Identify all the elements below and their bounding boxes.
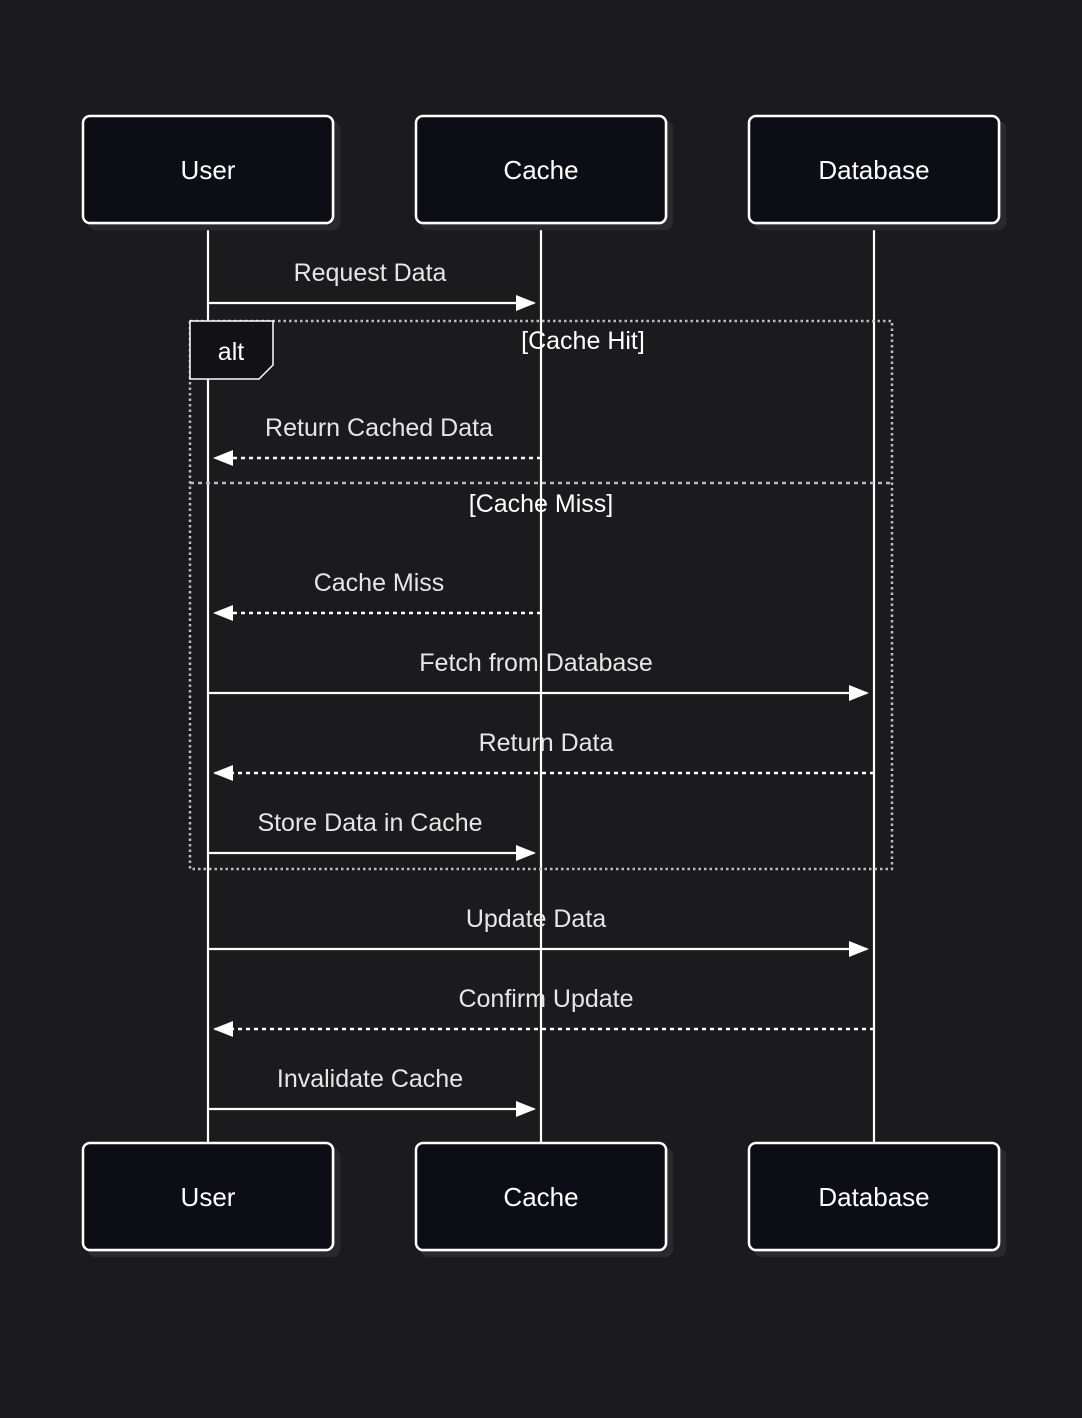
message-label: Update Data [466, 905, 606, 933]
message-invalidate-cache: Invalidate Cache [208, 1065, 536, 1117]
alt-frame: alt [Cache Hit] [Cache Miss] [188, 319, 894, 871]
message-cache-miss: Cache Miss [213, 569, 541, 621]
actor-user-label: User [181, 155, 236, 185]
actor-database-label: Database [818, 1182, 929, 1212]
actor-database-top[interactable]: Database [747, 114, 1001, 225]
message-label: Confirm Update [458, 985, 633, 1013]
message-store-data-in-cache: Store Data in Cache [208, 809, 536, 861]
actor-cache-label: Cache [503, 155, 578, 185]
message-return-data: Return Data [213, 729, 874, 781]
alt-condition-cache-miss: [Cache Miss] [469, 490, 613, 518]
message-request-data: Request Data [208, 259, 536, 311]
alt-frame-border [188, 319, 894, 871]
message-confirm-update: Confirm Update [213, 985, 874, 1037]
alt-keyword-tab [189, 320, 274, 380]
message-update-data: Update Data [208, 905, 869, 957]
message-label: Return Cached Data [265, 414, 493, 442]
message-label: Invalidate Cache [277, 1065, 463, 1093]
actor-cache-label: Cache [503, 1182, 578, 1212]
actor-user-top[interactable]: User [81, 114, 335, 225]
message-label: Return Data [479, 729, 614, 757]
message-return-cached-data: Return Cached Data [213, 414, 541, 466]
actor-cache-top[interactable]: Cache [414, 114, 668, 225]
actor-user-bottom[interactable]: User [81, 1141, 335, 1252]
actor-user-label: User [181, 1182, 236, 1212]
actor-database-bottom[interactable]: Database [747, 1141, 1001, 1252]
message-label: Fetch from Database [419, 649, 652, 677]
message-label: Request Data [294, 259, 447, 287]
message-label: Store Data in Cache [257, 809, 482, 837]
actor-cache-bottom[interactable]: Cache [414, 1141, 668, 1252]
message-fetch-from-database: Fetch from Database [208, 649, 869, 701]
message-label: Cache Miss [314, 569, 445, 597]
alt-condition-cache-hit: [Cache Hit] [521, 327, 645, 355]
alt-keyword: alt [218, 338, 244, 366]
actor-database-label: Database [818, 155, 929, 185]
